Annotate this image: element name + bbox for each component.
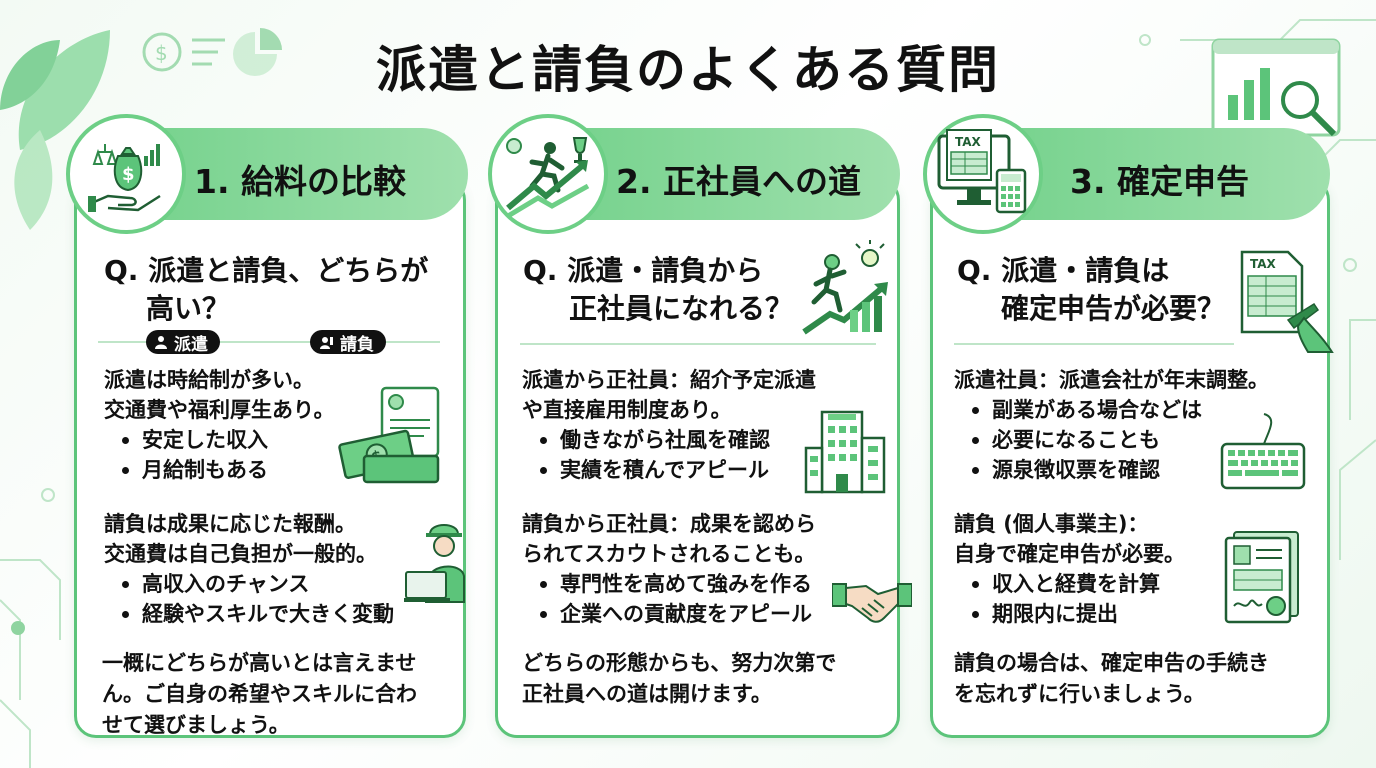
- text-line: 請負の場合は、確定申告の手続き: [954, 651, 1269, 675]
- question-tax: Q. 派遣・請負は 確定申告が必要？: [957, 252, 1225, 328]
- climbing-person-illustration: [802, 240, 888, 335]
- text-line: られてスカウトされることも。: [522, 542, 816, 566]
- text-line: 派遣社員：派遣会社が年末調整。: [954, 368, 1269, 392]
- question-line: Q. 派遣・請負は: [957, 254, 1170, 287]
- section-ukeoi-salary: 請負は成果に応じた報酬。 交通費は自己負担が一般的。 高収入のチャンス 経験やス…: [104, 509, 394, 629]
- list-item: 月給制もある: [118, 455, 335, 485]
- list-item: 必要になることも: [968, 425, 1269, 455]
- card-badge-salary: $: [66, 114, 186, 234]
- text-line: 請負 (個人事業主)：: [954, 512, 1149, 536]
- section-haken-salary: 派遣は時給制が多い。 交通費や福利厚生あり。 安定した収入 月給制もある: [104, 365, 335, 485]
- tax-computer-icon: TAX: [937, 129, 1027, 214]
- text-line: 交通費は自己負担が一般的。: [104, 542, 377, 566]
- list-item: 期限内に提出: [968, 599, 1185, 629]
- card-badge-career: [488, 114, 608, 234]
- conclusion-tax: 請負の場合は、確定申告の手続き を忘れずに行いましょう。: [954, 648, 1269, 710]
- section-haken-tax: 派遣社員：派遣会社が年末調整。 副業がある場合などは 必要になることも 源泉徴収…: [954, 365, 1269, 485]
- question-career: Q. 派遣・請負から 正社員になれる？: [523, 252, 793, 328]
- conclusion-salary: 一概にどちらが高いとは言えませ ん。ご自身の希望やスキルに合わ せて選びましょう…: [102, 648, 417, 741]
- office-building-illustration: [804, 410, 886, 494]
- section-ukeoi-career: 請負から正社員：成果を認めら られてスカウトされることも。 専門性を高めて強みを…: [522, 509, 816, 629]
- list-item: 企業への貢献度をアピール: [536, 599, 816, 629]
- bullet-list: 収入と経費を計算 期限内に提出: [968, 569, 1185, 629]
- bullet-list: 副業がある場合などは 必要になることも 源泉徴収票を確認: [968, 395, 1269, 485]
- question-salary: Q. 派遣と請負、どちらが 高い？: [104, 252, 428, 328]
- list-item: 収入と経費を計算: [968, 569, 1185, 599]
- list-item: 源泉徴収票を確認: [968, 455, 1269, 485]
- page-title: 派遣と請負のよくある質問: [376, 41, 1000, 99]
- tag-haken: 派遣: [146, 330, 220, 355]
- question-line: Q. 派遣・請負から: [523, 254, 764, 287]
- list-item: 実績を積んでアピール: [536, 455, 816, 485]
- worker-icon: [320, 337, 333, 349]
- question-line: 高い？: [146, 292, 231, 325]
- tax-label: TAX: [955, 135, 982, 149]
- bullet-list: 安定した収入 月給制もある: [118, 425, 335, 485]
- text-line: 派遣から正社員：紹介予定派遣: [522, 368, 816, 392]
- list-item: 高収入のチャンス: [118, 569, 394, 599]
- money-document-illustration: $: [338, 386, 440, 484]
- text-line: 請負から正社員：成果を認めら: [522, 512, 816, 536]
- card-header-title-salary: 1. 給料の比較: [194, 162, 406, 201]
- certificate-document-illustration: [1224, 531, 1299, 624]
- list-item: 働きながら社風を確認: [536, 425, 816, 455]
- question-line: 正社員になれる？: [569, 292, 794, 325]
- bullet-list: 働きながら社風を確認 実績を積んでアピール: [536, 425, 816, 485]
- list-item: 副業がある場合などは: [968, 395, 1269, 425]
- tax-label: TAX: [1250, 257, 1277, 271]
- divider-tax: [954, 343, 1234, 345]
- question-line: Q. 派遣と請負、どちらが: [104, 254, 429, 287]
- section-haken-career: 派遣から正社員：紹介予定派遣 や直接雇用制度あり。 働きながら社風を確認 実績を…: [522, 365, 816, 485]
- bullet-list: 高収入のチャンス 経験やスキルで大きく変動: [118, 569, 394, 629]
- divider-career: [520, 343, 876, 345]
- handshake-icon: [832, 583, 912, 623]
- list-item: 経験やスキルで大きく変動: [118, 599, 394, 629]
- text-line: どちらの形態からも、努力次第で: [522, 651, 837, 675]
- question-line: 確定申告が必要？: [1001, 292, 1226, 325]
- career-growth-icon: [506, 137, 590, 219]
- card-badge-tax: TAX: [923, 114, 1043, 234]
- list-item: 安定した収入: [118, 425, 335, 455]
- text-line: 派遣は時給制が多い。: [104, 368, 314, 392]
- list-item: 専門性を高めて強みを作る: [536, 569, 816, 599]
- bullet-list: 専門性を高めて強みを作る 企業への貢献度をアピール: [536, 569, 816, 629]
- text-line: や直接雇用制度あり。: [522, 398, 732, 422]
- text-line: 正社員への道は開けます。: [522, 682, 772, 706]
- divider-salary: [98, 341, 440, 343]
- person-icon: [155, 336, 167, 349]
- text-line: 請負は成果に応じた報酬。: [104, 512, 356, 536]
- tag-label: 請負: [340, 334, 374, 355]
- text-line: を忘れずに行いましょう。: [954, 682, 1205, 706]
- section-ukeoi-tax: 請負 (個人事業主)： 自身で確定申告が必要。 収入と経費を計算 期限内に提出: [954, 509, 1185, 629]
- money-bag-hand-icon: $: [88, 144, 161, 212]
- svg-text:$: $: [122, 164, 135, 185]
- card-header-title-tax: 3. 確定申告: [1070, 162, 1249, 201]
- text-line: 交通費や福利厚生あり。: [104, 398, 335, 422]
- circuit-decoration-left: [0, 488, 61, 768]
- freelancer-laptop-illustration: [404, 524, 465, 603]
- tag-label: 派遣: [174, 334, 208, 355]
- conclusion-career: どちらの形態からも、努力次第で 正社員への道は開けます。: [522, 648, 836, 710]
- text-line: 一概にどちらが高いとは言えませ: [102, 651, 417, 675]
- text-line: ん。ご自身の希望やスキルに合わ: [102, 682, 417, 706]
- text-line: せて選びましょう。: [102, 713, 290, 737]
- tag-ukeoi: 請負: [310, 330, 386, 355]
- keyboard-illustration: [1220, 413, 1306, 490]
- text-line: 自身で確定申告が必要。: [954, 542, 1185, 566]
- card-header-title-career: 2. 正社員への道: [616, 162, 861, 201]
- tax-form-pen-illustration: TAX: [1240, 250, 1334, 353]
